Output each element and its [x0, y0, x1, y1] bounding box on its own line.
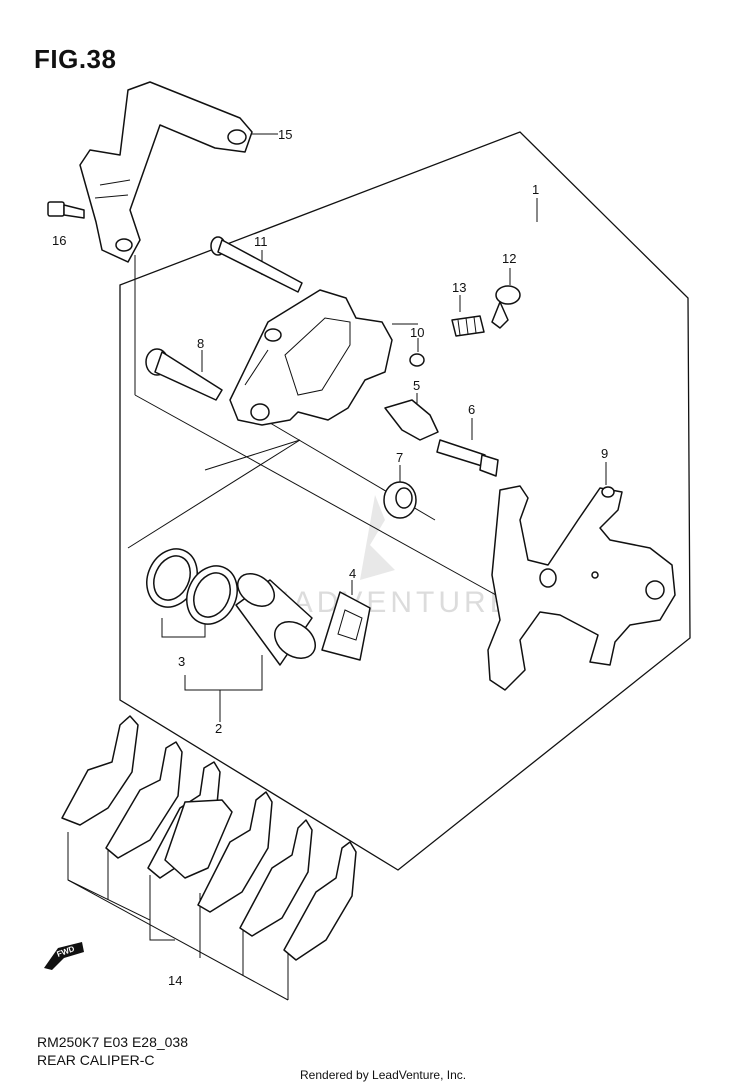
part-9-bracket	[487, 485, 676, 691]
callout-8: 8	[197, 336, 204, 351]
part-6-slide-pin	[436, 439, 499, 477]
callout-1: 1	[532, 182, 539, 197]
callout-16: 16	[52, 233, 66, 248]
callout-2: 2	[215, 721, 222, 736]
part-15-bracket	[79, 81, 253, 263]
part-13-bleed-valve	[451, 315, 485, 337]
caliper-body	[229, 289, 393, 426]
callout-9: 9	[601, 446, 608, 461]
part-11-pin	[210, 236, 303, 293]
assembly-outline	[119, 131, 691, 871]
footer-credit: Rendered by LeadVenture, Inc.	[300, 1068, 467, 1082]
part-14-pads	[61, 715, 357, 961]
callout-labels: 1 2 3 4 5 6 7 8 9 10 11 12 13 14 15 16	[52, 127, 608, 988]
part-12-cap	[491, 285, 521, 329]
callout-13: 13	[452, 280, 466, 295]
part-2-piston	[235, 573, 316, 666]
part-4-pad-spring	[321, 591, 371, 661]
part-3-seals	[146, 548, 238, 625]
callout-6: 6	[468, 402, 475, 417]
fwd-arrow-icon: FWD	[44, 942, 84, 970]
part-7-boot	[383, 481, 417, 519]
callout-14: 14	[168, 973, 182, 988]
figure-title: FIG.38	[34, 44, 117, 74]
part-8-pin	[145, 348, 223, 401]
diagram-code: RM250K7 E03 E28_038	[37, 1034, 188, 1050]
callout-3: 3	[178, 654, 185, 669]
callout-7: 7	[396, 450, 403, 465]
part-5-boot	[384, 399, 439, 441]
callout-4: 4	[349, 566, 356, 581]
callout-15: 15	[278, 127, 292, 142]
callout-5: 5	[413, 378, 420, 393]
callout-11: 11	[254, 234, 268, 249]
diagram-caption: REAR CALIPER-C	[37, 1052, 155, 1068]
part-10-clip	[409, 353, 425, 367]
part-16-bolt	[47, 201, 85, 219]
callout-12: 12	[502, 251, 516, 266]
callout-10: 10	[410, 325, 424, 340]
